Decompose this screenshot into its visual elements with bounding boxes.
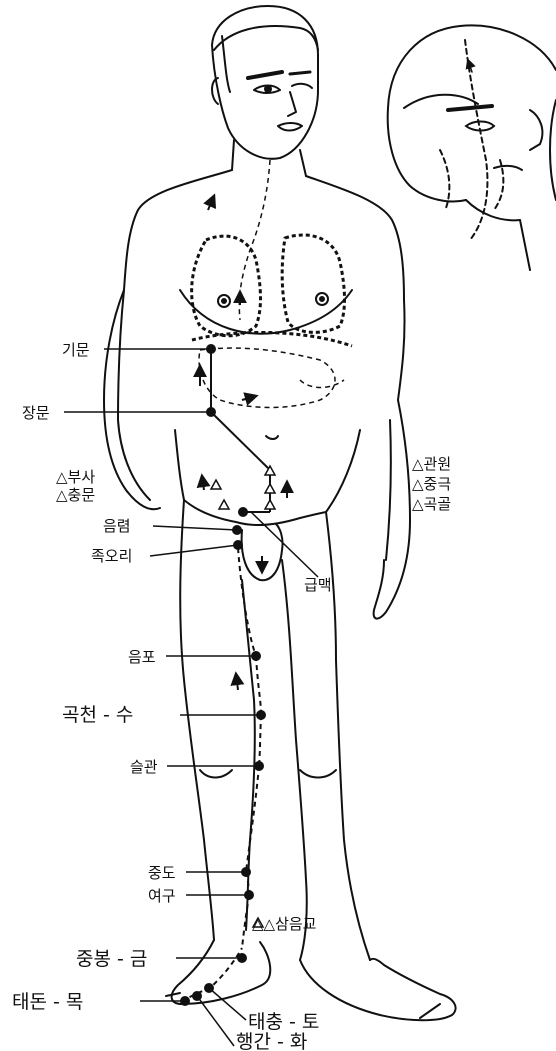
label-eumnyeom: 음렴 <box>103 517 131 535</box>
label-junggeuk: △중극 <box>412 475 451 493</box>
label-gimun: 기문 <box>62 341 90 359</box>
inner-organ-outline <box>199 160 344 408</box>
side-head-figure <box>388 25 556 270</box>
label-seulgwan: 슬관 <box>130 758 158 776</box>
meridian-path <box>182 548 261 1002</box>
label-gokgol: △곡골 <box>412 495 451 513</box>
label-gokcheon: 곡천 - 수 <box>62 704 133 726</box>
label-gwanwon: △관원 <box>412 455 451 473</box>
triangle-markers <box>211 466 275 927</box>
label-taechung: 태충 - 토 <box>248 1011 319 1033</box>
label-jogori: 족오리 <box>91 547 132 565</box>
label-taedon: 태돈 - 목 <box>12 991 83 1013</box>
acupoint-dots <box>180 344 266 1006</box>
label-jangmun: 장문 <box>22 404 50 422</box>
label-chungmun: △충문 <box>56 486 95 504</box>
internal-organs <box>192 235 352 346</box>
label-jungbong: 중봉 - 금 <box>76 948 147 970</box>
point-labels: 기문 장문 △부사 △충문 음렴 족오리 음포 곡천 - 수 슬관 중도 여구 … <box>12 341 451 1051</box>
label-haenggan: 행간 - 화 <box>236 1031 307 1051</box>
label-eumpo: 음포 <box>128 648 156 666</box>
leader-lines <box>64 349 318 1046</box>
label-busa: △부사 <box>56 468 95 486</box>
label-yeogu: 여구 <box>148 887 176 905</box>
label-geummaek: 급맥 <box>304 576 332 594</box>
label-sameumgyo: △△삼음교 <box>252 915 316 933</box>
label-jungdo: 중도 <box>148 864 176 882</box>
point-geummaek <box>238 507 248 517</box>
chest-markers <box>218 293 328 307</box>
